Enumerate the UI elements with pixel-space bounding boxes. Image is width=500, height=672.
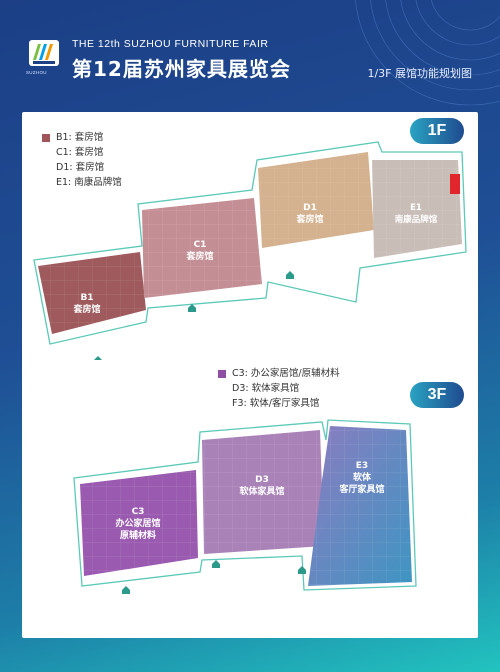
legend-item: C3: 办公家居馆/原辅材料 xyxy=(218,366,340,381)
legend-item: D3: 软体家具馆 xyxy=(232,383,300,394)
legend-item: D1: 套房馆 xyxy=(56,162,105,173)
hall-b1-code: B1 xyxy=(80,293,93,303)
hall-d1-code: D1 xyxy=(303,203,317,213)
hall-d3-name: 软体家具馆 xyxy=(239,485,284,497)
legend-1f: B1: 套房馆 C1: 套房馆 D1: 套房馆 E1: 南康品牌馆 xyxy=(42,130,122,190)
legend-item: B1: 套房馆 xyxy=(42,130,122,145)
hall-e1[interactable]: E1 南康品牌馆 xyxy=(372,160,462,258)
hall-d1-name: 套房馆 xyxy=(296,213,323,225)
hall-d1[interactable]: D1 套房馆 xyxy=(258,152,374,248)
fair-logo-icon xyxy=(29,40,59,66)
hall-c1-code: C1 xyxy=(194,240,207,250)
title-chinese: 第12届苏州家具展览会 xyxy=(72,57,291,81)
floor-1f-panel: 1F B1: 套房馆 C1: 套房馆 D1: 套房馆 E1: 南康品牌馆 B1 … xyxy=(22,112,478,400)
legend-3f: C3: 办公家居馆/原辅材料 D3: 软体家具馆 F3: 软体/客厅家具馆 xyxy=(218,366,340,411)
floor-3f-outline xyxy=(73,419,417,591)
legend-item: E1: 南康品牌馆 xyxy=(56,177,122,188)
hall-e3-name: 软体 xyxy=(353,471,372,483)
hall-c3-name: 办公家居馆 xyxy=(115,517,160,529)
hall-b1-name: 套房馆 xyxy=(73,303,100,315)
legend-swatch xyxy=(218,369,226,378)
logo-caption: SUZHOU xyxy=(26,70,47,75)
header: SUZHOU THE 12th SUZHOU FURNITURE FAIR 第1… xyxy=(0,0,500,110)
page-subtitle: 1/3F 展馆功能规划图 xyxy=(367,67,472,80)
hall-e3-code: E3 xyxy=(356,461,368,471)
hall-c3[interactable]: C3 办公家居馆 原辅材料 xyxy=(80,470,198,576)
legend-swatch xyxy=(42,133,50,142)
hall-e1-name: 南康品牌馆 xyxy=(395,214,438,225)
floor-3f-panel: 3F C3: 办公家居馆/原辅材料 D3: 软体家具馆 F3: 软体/客厅家具馆… xyxy=(22,360,478,638)
title-english: THE 12th SUZHOU FURNITURE FAIR xyxy=(72,38,269,50)
hall-d3[interactable]: D3 软体家具馆 xyxy=(202,430,324,554)
hall-c1-name: 套房馆 xyxy=(186,250,213,262)
hall-c1[interactable]: C1 套房馆 xyxy=(142,198,262,298)
highlight-booth xyxy=(450,174,460,194)
hall-e3-name2: 客厅家具馆 xyxy=(338,483,384,495)
legend-item: C1: 套房馆 xyxy=(56,147,104,158)
hall-c3-code: C3 xyxy=(132,507,145,517)
hall-c3-name2: 原辅材料 xyxy=(120,529,156,541)
floor-badge-3f: 3F xyxy=(410,382,464,408)
hall-b1[interactable]: B1 套房馆 xyxy=(38,252,146,334)
floor-1f-outline xyxy=(33,141,467,345)
floor-1f-map: B1 套房馆 C1 套房馆 D1 套房馆 E1 南康品牌馆 xyxy=(33,141,467,364)
hall-d3-code: D3 xyxy=(255,475,269,485)
decorative-rings xyxy=(355,0,500,106)
floor-3f-map: C3 办公家居馆 原辅材料 D3 软体家具馆 E3 软体 客厅家具馆 xyxy=(73,419,417,594)
hall-e3[interactable]: E3 软体 客厅家具馆 xyxy=(308,426,412,586)
legend-item: F3: 软体/客厅家具馆 xyxy=(232,398,320,409)
floor-badge-1f: 1F xyxy=(410,118,464,144)
hall-e1-code: E1 xyxy=(410,203,422,213)
house-entrance-icon xyxy=(122,560,306,594)
